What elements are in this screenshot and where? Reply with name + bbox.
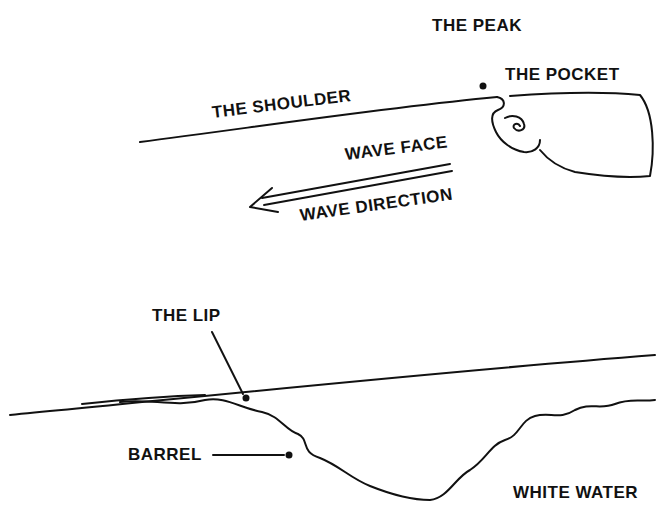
pocket-swirl [505,116,524,131]
direction-arrowhead [250,188,278,212]
leader-line [213,454,284,456]
barrel-dot [286,452,293,459]
barrel-edge [120,399,655,500]
wave-top-line [10,355,655,415]
part-label: WAVE DIRECTION [299,186,454,224]
peak-dot [480,83,487,90]
lip-dot [243,395,250,402]
wave-body [510,93,653,177]
leader-line [212,332,243,394]
part-label: BARREL [128,446,202,463]
part-label: THE POCKET [505,66,620,83]
part-label: THE PEAK [432,17,522,34]
part-label: WHITE WATER [513,484,638,501]
part-label: THE LIP [152,307,221,324]
wave-curl [492,97,540,152]
part-label: WAVE FACE [344,133,449,162]
